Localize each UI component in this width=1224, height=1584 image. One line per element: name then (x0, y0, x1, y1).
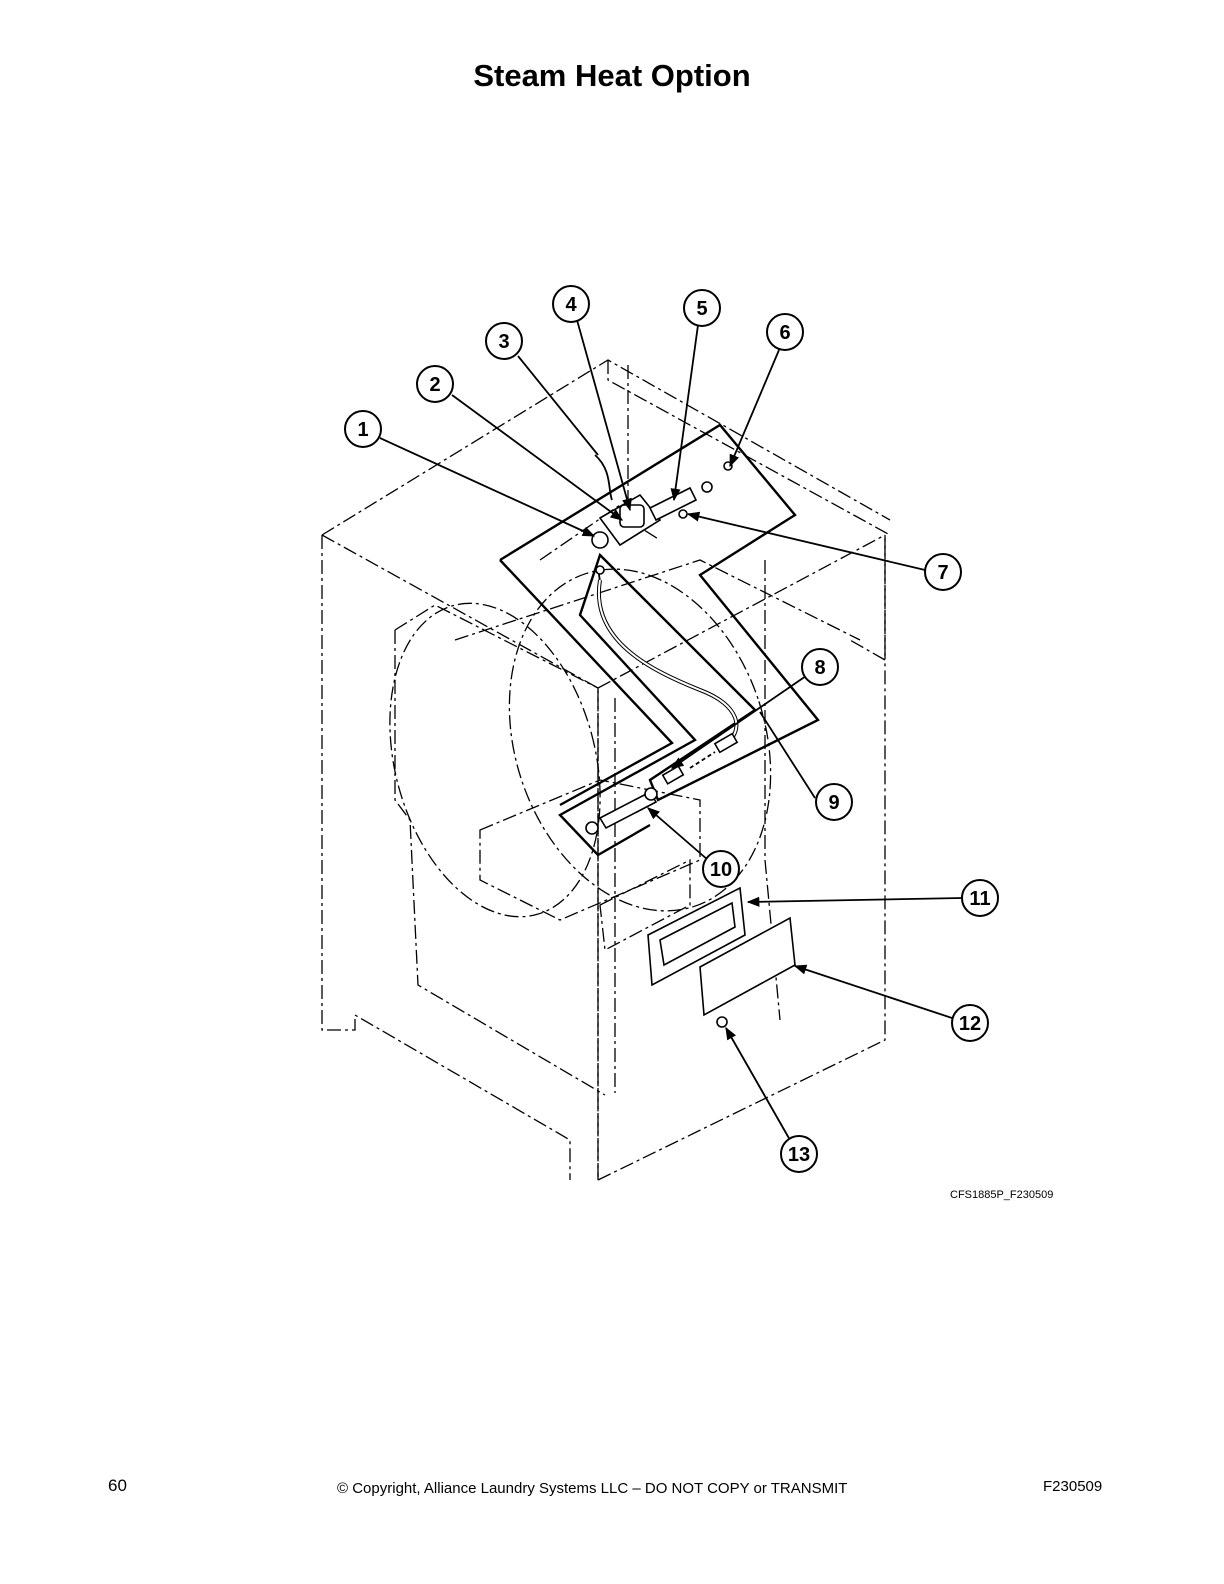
access-panel-parts (599, 858, 796, 1028)
callout-6: 6 (766, 313, 804, 351)
callout-10: 10 (702, 850, 740, 888)
document-code: F230509 (1043, 1478, 1103, 1495)
callout-label: 6 (779, 322, 790, 344)
callout-5: 5 (683, 289, 721, 327)
steam-path-outline (499, 423, 820, 857)
callout-label: 5 (696, 298, 707, 320)
callout-label: 9 (828, 792, 839, 814)
callout-9: 9 (815, 783, 853, 821)
callout-2: 2 (416, 365, 454, 403)
callout-label: 2 (429, 374, 440, 396)
callout-1: 1 (344, 410, 382, 448)
callout-11: 11 (961, 879, 999, 917)
callout-12: 12 (951, 1004, 989, 1042)
callout-label: 12 (959, 1013, 981, 1035)
callout-3: 3 (485, 322, 523, 360)
steam-hose (585, 579, 739, 835)
leader-lines (379, 319, 963, 1141)
figure-id: CFS1885P_F230509 (950, 1189, 1054, 1201)
callout-4: 4 (552, 285, 590, 323)
callout-8: 8 (801, 648, 839, 686)
callout-7: 7 (924, 553, 962, 591)
callout-label: 4 (565, 294, 577, 316)
callout-label: 10 (710, 859, 732, 881)
callout-label: 11 (969, 888, 990, 910)
steam-valve-assembly (591, 454, 733, 583)
callout-label: 3 (498, 331, 509, 353)
callout-13: 13 (780, 1135, 818, 1173)
cabinet-outline (321, 359, 891, 1181)
callout-label: 8 (814, 657, 825, 679)
page-number: 60 (108, 1476, 127, 1495)
callout-label: 7 (937, 562, 948, 584)
copyright-notice: © Copyright, Alliance Laundry Systems LL… (337, 1480, 848, 1497)
callout-label: 1 (357, 419, 368, 441)
callout-label: 13 (788, 1144, 810, 1166)
page-title: Steam Heat Option (473, 58, 751, 93)
